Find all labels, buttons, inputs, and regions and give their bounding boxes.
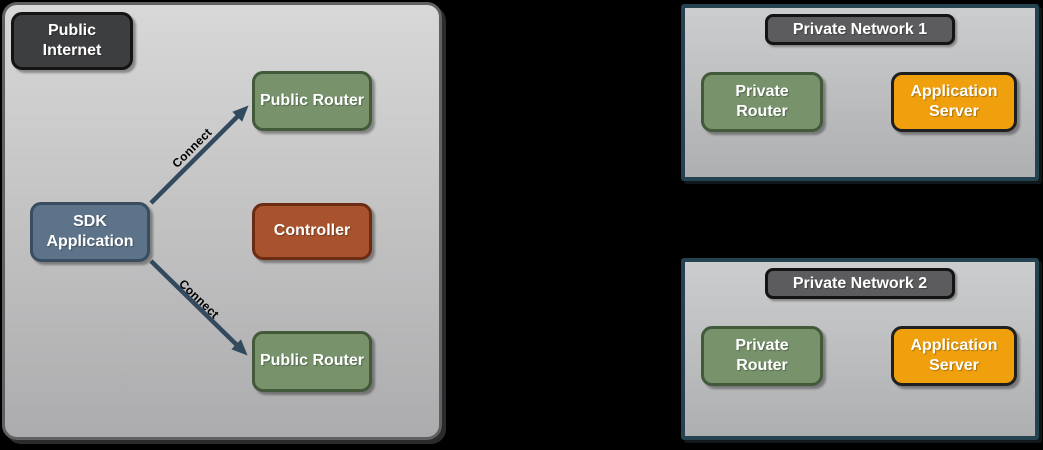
private-network-1-title: Private Network 1 [765, 14, 955, 45]
public-internet-zone: Connect Connect Public Internet Public R… [2, 2, 442, 440]
connect-arrow-bottom [149, 259, 248, 356]
public-internet-zone-inner: Connect Connect Public Internet Public R… [5, 5, 439, 437]
public-router-top-node: Public Router [252, 71, 372, 131]
connect-arrow-top [149, 105, 249, 205]
public-router-bottom-node: Public Router [252, 331, 372, 392]
private-network-1-container: Private Network 1 Private Router Applica… [681, 4, 1039, 181]
controller-node: Controller [252, 203, 372, 260]
sdk-application-node: SDK Application [30, 202, 150, 262]
application-server-node-1: Application Server [891, 72, 1017, 132]
private-network-2-container: Private Network 2 Private Router Applica… [681, 258, 1039, 440]
public-internet-label: Public Internet [11, 12, 133, 70]
application-server-node-2: Application Server [891, 326, 1017, 386]
connection-arrows-layer [149, 105, 249, 356]
private-network-2-title: Private Network 2 [765, 268, 955, 299]
private-router-node-1: Private Router [701, 72, 823, 132]
private-router-node-2: Private Router [701, 326, 823, 386]
